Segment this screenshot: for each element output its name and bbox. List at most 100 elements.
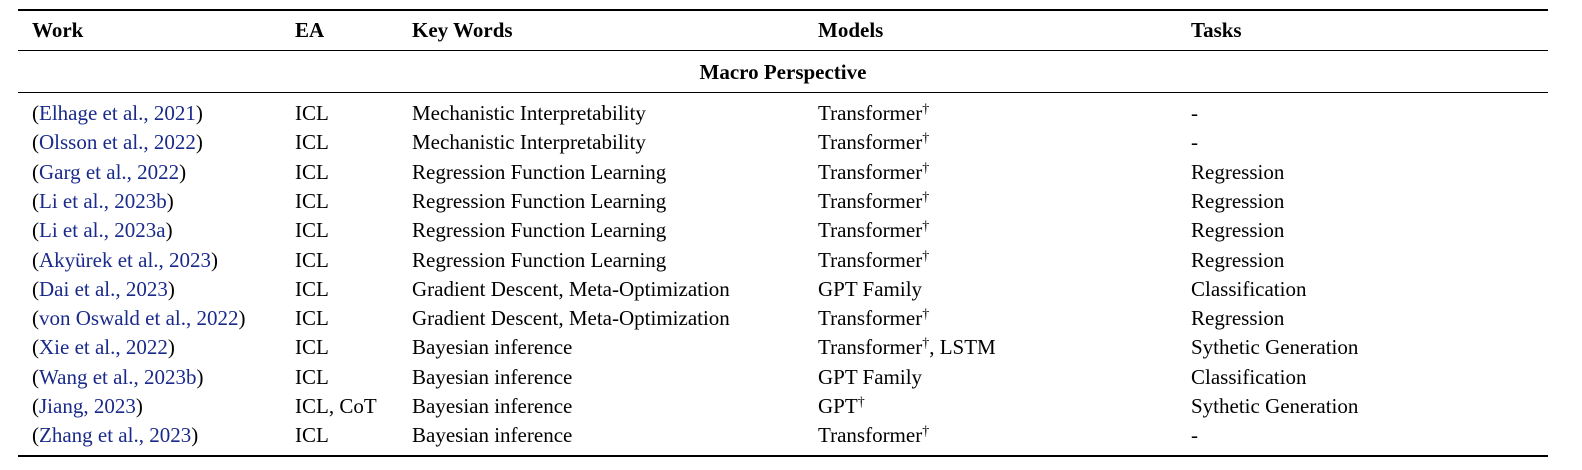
model-name: Transformer bbox=[818, 159, 923, 184]
ea-cell: ICL bbox=[295, 423, 329, 448]
citation-link[interactable]: (Elhage et al., 2021) bbox=[32, 101, 203, 125]
citation-authors[interactable]: Dai et al., bbox=[39, 276, 126, 301]
ea-cell: ICL bbox=[295, 130, 329, 155]
citation-authors[interactable]: Elhage et al., bbox=[39, 101, 154, 125]
header-ea: EA bbox=[295, 18, 325, 42]
model-name: GPT Family bbox=[818, 276, 923, 301]
tasks-cell: Classification bbox=[1191, 276, 1307, 301]
model-name: Transformer bbox=[818, 130, 923, 155]
dagger-mark: † bbox=[922, 248, 930, 264]
model-name: Transformer bbox=[818, 188, 923, 213]
dagger-mark: † bbox=[922, 131, 930, 147]
key-words-cell: Bayesian inference bbox=[412, 364, 573, 389]
dagger-mark: † bbox=[922, 219, 930, 235]
models-cell: Transformer† bbox=[818, 217, 929, 243]
key-words-cell: Mechanistic Interpretability bbox=[412, 101, 646, 125]
tasks-cell: - bbox=[1191, 101, 1198, 125]
key-words-cell: Bayesian inference bbox=[412, 423, 573, 448]
header-tasks: Tasks bbox=[1191, 18, 1242, 42]
header-rule bbox=[18, 50, 1548, 51]
citation-link[interactable]: (Xie et al., 2022) bbox=[32, 335, 175, 360]
key-words-cell: Bayesian inference bbox=[412, 335, 573, 360]
tasks-cell: Classification bbox=[1191, 364, 1307, 389]
model-name: Transformer bbox=[818, 423, 923, 448]
citation-link[interactable]: (Li et al., 2023a) bbox=[32, 218, 173, 243]
dagger-mark: † bbox=[922, 160, 930, 176]
dagger-mark: † bbox=[922, 189, 930, 205]
citation-link[interactable]: (Akyürek et al., 2023) bbox=[32, 247, 219, 272]
models-cell: Transformer† bbox=[818, 422, 929, 448]
dagger-mark: † bbox=[922, 336, 930, 352]
citation-year[interactable]: 2023 bbox=[93, 394, 136, 418]
ea-cell: ICL bbox=[295, 101, 329, 125]
table-bottom-rule bbox=[18, 455, 1548, 457]
models-cell: Transformer† bbox=[818, 100, 929, 126]
citation-authors[interactable]: Garg et al., bbox=[39, 159, 138, 184]
tasks-cell: Regression bbox=[1191, 188, 1285, 213]
citation-authors[interactable]: Li et al., bbox=[39, 218, 115, 243]
citation-year[interactable]: 2023 bbox=[149, 423, 192, 448]
citation-authors[interactable]: Wang et al., bbox=[39, 364, 145, 389]
table-top-rule bbox=[18, 9, 1548, 11]
citation-year[interactable]: 2022 bbox=[137, 159, 180, 184]
citation-link[interactable]: (Wang et al., 2023b) bbox=[32, 364, 204, 389]
citation-year[interactable]: 2021 bbox=[153, 101, 196, 125]
table-row: (Zhang et al., 2023) ICL Bayesian inferenc… bbox=[0, 422, 1582, 451]
ea-cell: ICL bbox=[295, 364, 329, 389]
citation-link[interactable]: (Jiang, 2023) bbox=[32, 394, 143, 418]
key-words-cell: Gradient Descent, Meta-Optimization bbox=[412, 276, 730, 301]
citation-link[interactable]: (Olsson et al., 2022) bbox=[32, 130, 203, 155]
ea-cell: ICL, CoT bbox=[295, 394, 377, 418]
citation-year[interactable]: 2023a bbox=[114, 218, 166, 243]
model-name: Transformer bbox=[818, 218, 923, 243]
dagger-mark: † bbox=[922, 102, 930, 117]
citation-authors[interactable]: Olsson et al., bbox=[39, 130, 154, 155]
table-row: (Li et al., 2023a) ICL Regression Function… bbox=[0, 217, 1582, 246]
ea-cell: ICL bbox=[295, 188, 329, 213]
models-cell: GPT Family bbox=[818, 364, 922, 390]
tasks-cell: - bbox=[1191, 423, 1198, 448]
citation-link[interactable]: (Garg et al., 2022) bbox=[32, 159, 187, 184]
citation-link[interactable]: (von Oswald et al., 2022) bbox=[32, 306, 246, 331]
tasks-cell: Sythetic Generation bbox=[1191, 335, 1359, 360]
tasks-cell: Regression bbox=[1191, 247, 1285, 272]
dagger-mark: † bbox=[922, 424, 930, 440]
citation-year[interactable]: 2022 bbox=[196, 306, 239, 331]
citation-year[interactable]: 2022 bbox=[125, 335, 168, 360]
ea-cell: ICL bbox=[295, 276, 329, 301]
dagger-mark: † bbox=[857, 395, 865, 410]
models-cell: GPT Family bbox=[818, 276, 922, 302]
citation-link[interactable]: (Dai et al., 2023) bbox=[32, 276, 175, 301]
ea-cell: ICL bbox=[295, 218, 329, 243]
citation-authors[interactable]: Akyürek et al., bbox=[39, 247, 170, 272]
models-cell: Transformer† bbox=[818, 129, 929, 155]
citation-year[interactable]: 2023b bbox=[144, 364, 197, 389]
ea-cell: ICL bbox=[295, 306, 329, 331]
header-models: Models bbox=[818, 18, 884, 42]
citation-link[interactable]: (Li et al., 2023b) bbox=[32, 188, 174, 213]
table-row: (Xie et al., 2022) ICL Bayesian inference T… bbox=[0, 334, 1582, 363]
citation-year[interactable]: 2023 bbox=[125, 276, 168, 301]
citation-year[interactable]: 2023 bbox=[169, 247, 212, 272]
ea-cell: ICL bbox=[295, 335, 329, 360]
citation-link[interactable]: (Zhang et al., 2023) bbox=[32, 423, 199, 448]
citation-authors[interactable]: Jiang, bbox=[39, 394, 94, 418]
model-name: GPT Family bbox=[818, 364, 923, 389]
citation-year[interactable]: 2023b bbox=[114, 188, 167, 213]
citation-authors[interactable]: Xie et al., bbox=[39, 335, 126, 360]
citation-authors[interactable]: Li et al., bbox=[39, 188, 115, 213]
citation-authors[interactable]: von Oswald et al., bbox=[39, 306, 197, 331]
citation-year[interactable]: 2022 bbox=[153, 130, 196, 155]
models-cell: Transformer†, LSTM bbox=[818, 334, 996, 360]
models-cell: Transformer† bbox=[818, 188, 929, 214]
ea-cell: ICL bbox=[295, 247, 329, 272]
tasks-cell: - bbox=[1191, 130, 1198, 155]
citation-authors[interactable]: Zhang et al., bbox=[39, 423, 150, 448]
key-words-cell: Regression Function Learning bbox=[412, 218, 667, 243]
key-words-cell: Mechanistic Interpretability bbox=[412, 130, 646, 155]
models-cell: Transformer† bbox=[818, 247, 929, 273]
tasks-cell: Regression bbox=[1191, 159, 1285, 184]
